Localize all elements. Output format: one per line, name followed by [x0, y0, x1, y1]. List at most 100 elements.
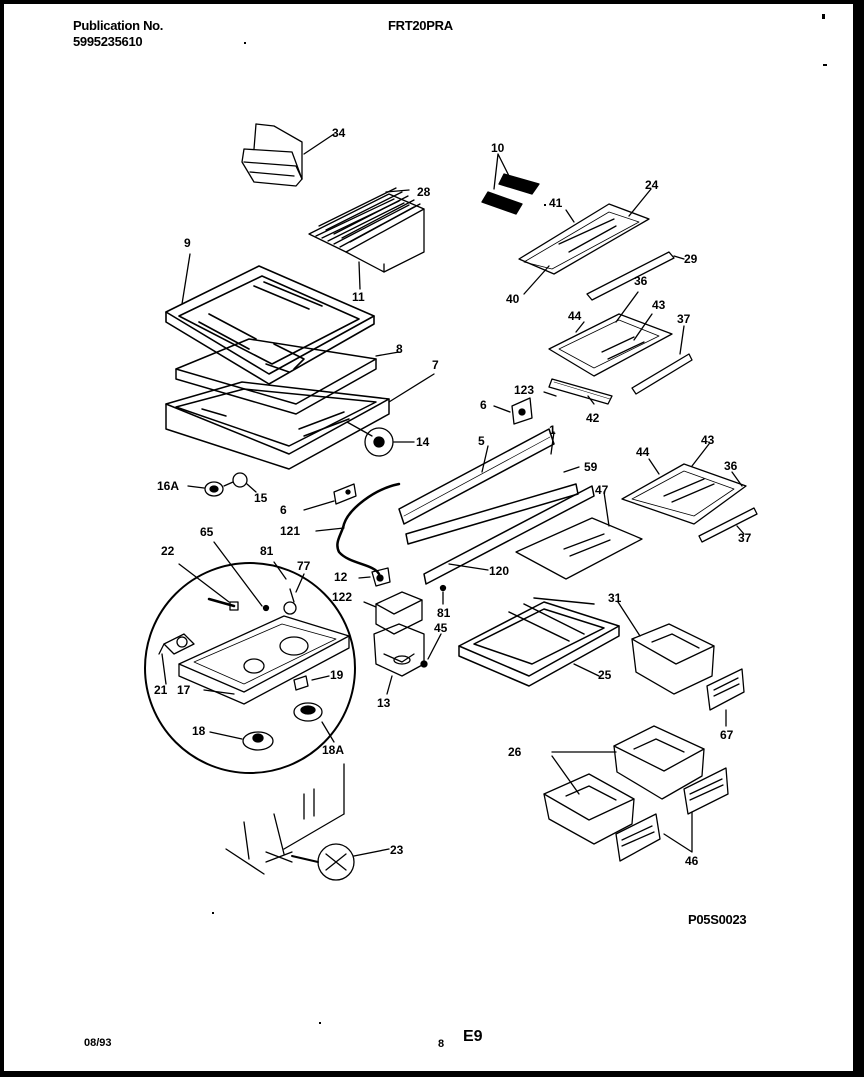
leader-21: [161, 653, 167, 685]
leader-77: [295, 573, 305, 593]
callout-40: 40: [506, 292, 520, 306]
bracket-6-right: [511, 397, 533, 425]
callout-31: 31: [608, 591, 622, 605]
footer-date: 08/93: [84, 1037, 112, 1049]
leader-36-lower: [731, 471, 743, 487]
leader-5: [481, 445, 489, 473]
callout-47: 47: [595, 483, 609, 497]
callout-29: 29: [684, 252, 698, 266]
callout-43-upper: 43: [652, 298, 666, 312]
callout-12: 12: [334, 570, 348, 584]
callout-24: 24: [645, 178, 659, 192]
parts-diagram-page: Publication No. 5995235610 FRT20PRA 08/9…: [4, 4, 853, 1071]
leader-120: [448, 563, 489, 571]
leader-44-upper: [575, 321, 585, 333]
callout-labels: 34 28 9 11 8 7 14 16A 15 6 121 12 22 65 …: [154, 126, 752, 868]
callout-81-left: 81: [260, 544, 274, 558]
leader-41: [565, 209, 575, 223]
callout-13: 13: [377, 696, 391, 710]
leader-1: [550, 431, 555, 455]
callout-19: 19: [330, 668, 344, 682]
callout-44-lower: 44: [636, 445, 650, 459]
leader-11: [358, 261, 361, 290]
glass-panel-47: [515, 517, 643, 580]
leader-22: [178, 563, 230, 603]
callout-10: 10: [491, 141, 505, 155]
leader-26: [551, 751, 617, 795]
pads-10: [481, 173, 540, 215]
callout-16A: 16A: [157, 479, 179, 493]
leader-25: [573, 663, 600, 677]
leader-43-lower: [691, 443, 710, 467]
leader-43-upper: [633, 313, 653, 341]
leader-34: [303, 133, 335, 155]
callout-36-lower: 36: [724, 459, 738, 473]
leader-65: [213, 541, 263, 607]
publication-label: Publication No.: [73, 18, 164, 33]
detail-circle: [144, 562, 356, 774]
callout-18: 18: [192, 724, 206, 738]
callout-6-right: 6: [480, 398, 487, 412]
leader-37-lower: [736, 525, 745, 535]
callout-17: 17: [177, 683, 191, 697]
callout-120: 120: [489, 564, 509, 578]
callout-6-left: 6: [280, 503, 287, 517]
callout-45: 45: [434, 621, 448, 635]
crisper-cover-7: [165, 381, 390, 470]
callout-18A: 18A: [322, 743, 344, 757]
callout-81-right: 81: [437, 606, 451, 620]
callout-26: 26: [508, 745, 522, 759]
callout-123: 123: [514, 383, 534, 397]
leader-18A: [321, 721, 335, 743]
callout-28-top: 28: [417, 185, 431, 199]
callout-11: 11: [352, 290, 365, 304]
drawer-front-67: [706, 668, 745, 711]
leader-121: [315, 527, 345, 532]
bracket-6-left: [333, 483, 357, 505]
wire-harness-121: [336, 482, 401, 576]
leader-31: [617, 601, 641, 637]
leader-122: [363, 601, 377, 608]
control-knob-14: [346, 421, 394, 457]
door-shelf-44-upper: [548, 313, 693, 405]
leader-46: [663, 811, 693, 853]
door-shelf-44-lower: [621, 463, 758, 543]
callout-8: 8: [396, 342, 403, 356]
exploded-parts-drawing: 34 28 9 11 8 7 14 16A 15 6 121 12 22 65 …: [144, 14, 827, 1024]
leader-24: [628, 188, 652, 217]
leader-42: [587, 395, 595, 405]
callout-67: 67: [720, 728, 734, 742]
model-number: FRT20PRA: [388, 18, 453, 33]
rails-5-120: [398, 428, 595, 585]
leader-29: [673, 255, 685, 260]
drawer-frame-25: [458, 597, 620, 687]
callout-15: 15: [254, 491, 268, 505]
callout-44-upper: 44: [568, 309, 582, 323]
crisper-pans-26: [543, 725, 705, 845]
callout-59: 59: [584, 460, 598, 474]
leader-8: [375, 351, 400, 357]
callout-43-lower: 43: [701, 433, 715, 447]
callout-22: 22: [161, 544, 175, 558]
leader-123: [543, 391, 557, 397]
callout-121: 121: [280, 524, 300, 538]
leader-6-left: [303, 500, 335, 511]
leader-15: [246, 483, 257, 493]
leader-9: [181, 253, 191, 305]
freezer-bin-34: [241, 123, 303, 187]
leader-17: [203, 689, 235, 695]
callout-7: 7: [432, 358, 439, 372]
callout-23: 23: [390, 843, 404, 857]
cabinet-corner-23: [225, 763, 355, 881]
publication-number: 5995235610: [73, 34, 143, 49]
leader-16A: [187, 485, 205, 489]
leader-13: [386, 675, 393, 695]
callout-37-upper: 37: [677, 312, 691, 326]
leader-44-lower: [648, 458, 660, 475]
callout-42: 42: [586, 411, 600, 425]
leader-59: [563, 466, 580, 473]
leader-10: [493, 153, 510, 190]
callout-14: 14: [416, 435, 430, 449]
callout-37-lower: 37: [738, 531, 752, 545]
